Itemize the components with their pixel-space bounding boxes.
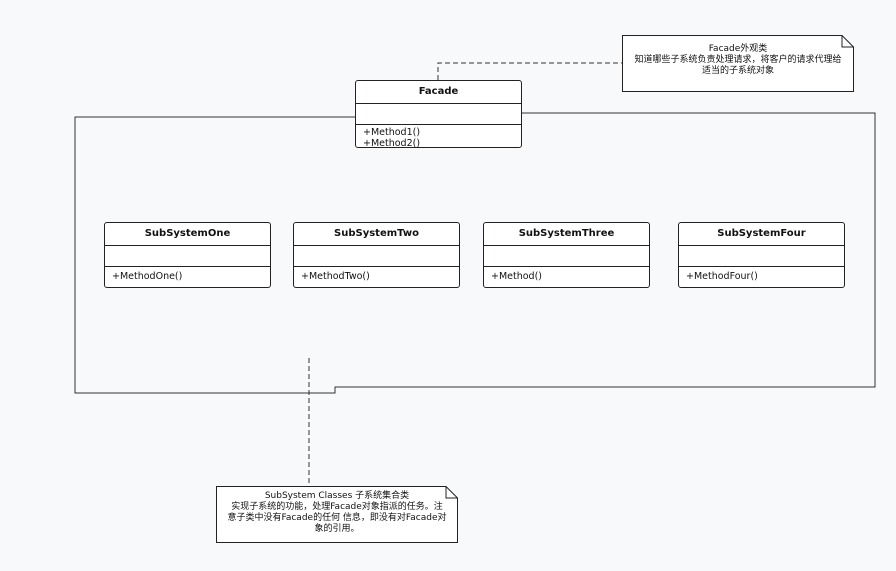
facade-attributes: [356, 104, 521, 125]
subsystem-four-class[interactable]: SubSystemFour +MethodFour(): [678, 222, 845, 288]
subsystem-four-name: SubSystemFour: [679, 223, 844, 246]
subsystem-three-class[interactable]: SubSystemThree +Method(): [483, 222, 650, 288]
subsystem-note[interactable]: SubSystem Classes 子系统集合类 实现子系统的功能，处理Faca…: [216, 486, 458, 543]
subsystem-note-line-2: 实现子系统的功能，处理Facade对象指派的任务。注: [231, 502, 443, 512]
subsystem-note-title: SubSystem Classes 子系统集合类: [264, 491, 410, 501]
facade-note-link: [437, 62, 622, 80]
subsystem-one-method: +MethodOne(): [112, 271, 183, 282]
subsystem-four-attributes: [679, 246, 844, 267]
subsystem-note-shape: [216, 486, 458, 543]
subsystem-three-name: SubSystemThree: [484, 223, 649, 246]
subsystem-note-line-4: 象的引用。: [314, 524, 360, 534]
facade-note-line-3: 适当的子系统对象: [701, 66, 774, 76]
facade-methods: +Method1() +Method2(): [356, 125, 521, 151]
subsystem-one-class[interactable]: SubSystemOne +MethodOne(): [104, 222, 271, 288]
subsystem-three-method: +Method(): [491, 271, 543, 282]
subsystem-note-line-3: 意子类中没有Facade的任何 信息，即没有对Facade对: [227, 513, 447, 523]
facade-note-title: Facade外观类: [708, 44, 768, 54]
subsystem-one-attributes: [105, 246, 270, 267]
facade-method-2: +Method2(): [363, 138, 421, 149]
facade-note-line-2: 知道哪些子系统负责处理请求，将客户的请求代理给: [634, 55, 842, 65]
subsystem-one-name: SubSystemOne: [105, 223, 270, 246]
subsystem-package-outline: [74, 112, 876, 394]
subsystem-two-method: +MethodTwo(): [301, 271, 370, 282]
facade-class[interactable]: Facade +Method1() +Method2(): [355, 80, 522, 151]
facade-note[interactable]: Facade外观类 知道哪些子系统负责处理请求，将客户的请求代理给 适当的子系统…: [622, 35, 854, 92]
subsystem-four-method: +MethodFour(): [686, 271, 758, 282]
subsystem-two-name: SubSystemTwo: [294, 223, 459, 246]
subsystem-two-attributes: [294, 246, 459, 267]
subsystem-three-attributes: [484, 246, 649, 267]
facade-class-name: Facade: [356, 81, 521, 104]
subsystem-two-class[interactable]: SubSystemTwo +MethodTwo(): [293, 222, 460, 288]
facade-note-shape: [622, 35, 854, 92]
facade-method-1: +Method1(): [363, 127, 421, 138]
